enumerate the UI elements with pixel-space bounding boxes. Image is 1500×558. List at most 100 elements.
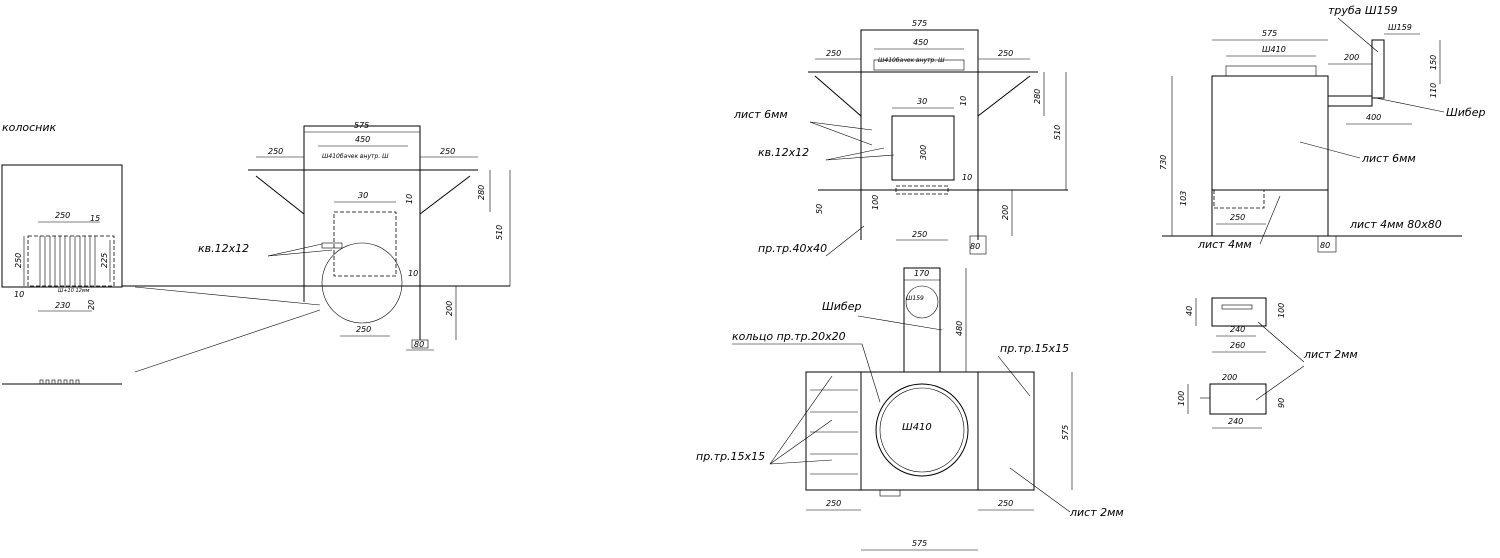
top-view: Ш410 170 Ш159 480 575 250 250 575 Шибер … bbox=[696, 267, 1124, 551]
dim-10: 10 bbox=[959, 96, 968, 106]
chimney-pipe bbox=[905, 285, 939, 319]
grate-bars bbox=[39, 236, 96, 286]
firebox-circle bbox=[321, 242, 403, 324]
plate-slot bbox=[1221, 304, 1253, 310]
dim-400: 400 bbox=[1366, 113, 1381, 122]
leader-line bbox=[857, 315, 943, 331]
front-view-right: 575 450 Ш410бачек внутр. Ш 250 250 30 10… bbox=[733, 19, 1068, 257]
dim-250: 250 bbox=[912, 230, 927, 239]
tank-circle bbox=[875, 383, 969, 477]
label-list6: лист 6мм bbox=[1361, 152, 1416, 165]
dim-159: Ш159 bbox=[906, 295, 924, 302]
dim-150: 150 bbox=[1429, 55, 1438, 70]
dim-100: 100 bbox=[871, 195, 880, 210]
dim-240: 240 bbox=[1230, 325, 1245, 334]
flue bbox=[1327, 95, 1373, 107]
leader-line bbox=[134, 309, 321, 373]
dim-200: 200 bbox=[1001, 205, 1010, 220]
dim-250-v: 250 bbox=[14, 253, 23, 268]
dim-80: 80 bbox=[1320, 241, 1330, 250]
dim-280: 280 bbox=[477, 185, 486, 200]
leader-line bbox=[809, 121, 873, 131]
leader-line bbox=[1299, 141, 1361, 159]
grate-outline bbox=[1, 164, 123, 288]
dim-410: Ш410 bbox=[902, 422, 932, 433]
dim-260: 260 bbox=[1230, 341, 1245, 350]
label-list4: лист 4мм bbox=[1197, 238, 1252, 251]
leader-line bbox=[825, 154, 895, 161]
dim-730: 730 bbox=[1159, 155, 1168, 170]
dim-80: 80 bbox=[970, 242, 980, 251]
dim-100: 100 bbox=[1277, 303, 1286, 318]
dim-100: 100 bbox=[1177, 391, 1186, 406]
dim-10: 10 bbox=[962, 173, 972, 182]
dim-250: 250 bbox=[998, 49, 1013, 58]
chimney bbox=[903, 267, 941, 373]
handle bbox=[321, 242, 343, 249]
tank-opening bbox=[873, 59, 965, 71]
chimney-pipe bbox=[1371, 39, 1385, 99]
dim-225: 225 bbox=[100, 253, 109, 268]
leader-line bbox=[267, 243, 323, 257]
side-view: 575 Ш410 Ш159 200 150 110 400 730 103 25… bbox=[1159, 4, 1485, 253]
dim-250: 250 bbox=[1230, 213, 1245, 222]
leader-line bbox=[1255, 365, 1305, 401]
label-kv12: кв.12х12 bbox=[198, 242, 249, 255]
dim-10: 10 bbox=[14, 290, 24, 299]
dim-575: 575 bbox=[912, 19, 927, 28]
dim-280: 280 bbox=[1033, 89, 1042, 104]
dim-103: 103 bbox=[1179, 191, 1188, 206]
stove-body bbox=[860, 29, 979, 191]
dim-tank: Ш410бачек внутр. Ш bbox=[322, 153, 389, 160]
label-list4-80: лист 4мм 80х80 bbox=[1349, 218, 1442, 231]
dim-250: 250 bbox=[55, 211, 70, 220]
dim-159: Ш159 bbox=[1388, 23, 1412, 32]
leader-line bbox=[997, 355, 1031, 397]
dim-575: 575 bbox=[1262, 29, 1277, 38]
shelf-slats bbox=[810, 389, 858, 475]
dim-30: 30 bbox=[358, 191, 368, 200]
dim-480: 480 bbox=[955, 321, 964, 336]
dim-410: Ш410 bbox=[1262, 45, 1286, 54]
dim-575: 575 bbox=[354, 121, 369, 130]
label-shiber: Шибер bbox=[822, 300, 861, 313]
grate-view: колосник 250 15 250 225 Ш+10 12мм 10 230… bbox=[1, 121, 123, 385]
dim-50: 50 bbox=[815, 204, 824, 214]
dim-240: 240 bbox=[1228, 417, 1243, 426]
leader-line bbox=[825, 225, 865, 257]
dim-20: 20 bbox=[87, 300, 96, 310]
label-pipe: труба Ш159 bbox=[1328, 4, 1398, 17]
leader-line bbox=[267, 249, 333, 257]
grate-frame bbox=[27, 235, 115, 287]
firebox-door bbox=[891, 115, 955, 181]
dim-575: 575 bbox=[1061, 425, 1070, 440]
label-list6: лист 6мм bbox=[733, 108, 788, 121]
leader-line bbox=[1009, 467, 1071, 513]
foot bbox=[969, 235, 987, 255]
leader-line bbox=[825, 147, 885, 161]
label-kv12: кв.12х12 bbox=[758, 146, 809, 159]
dim-30: 30 bbox=[917, 97, 927, 106]
firebox-door bbox=[333, 211, 397, 277]
shelf-brace-right bbox=[419, 175, 471, 215]
shelf-brace-left bbox=[255, 175, 305, 215]
label-list2: лист 2мм bbox=[1303, 348, 1358, 361]
dim-15: 15 bbox=[90, 214, 100, 223]
ash-box bbox=[1213, 189, 1265, 209]
grate-side-ticks bbox=[39, 379, 80, 385]
leader-line bbox=[809, 121, 873, 146]
dim-250: 250 bbox=[826, 499, 841, 508]
dim-300: 300 bbox=[919, 145, 928, 160]
dim-200: 200 bbox=[1344, 53, 1359, 62]
dim-tank: Ш410бачек внутр. Ш bbox=[878, 57, 945, 64]
dim-slot: Ш+10 12мм bbox=[58, 288, 90, 294]
dim-10: 10 bbox=[408, 269, 418, 278]
label-shiber: Шибер bbox=[1446, 106, 1485, 119]
label-prtr40: пр.тр.40х40 bbox=[758, 242, 827, 255]
dim-250: 250 bbox=[356, 325, 371, 334]
dim-510: 510 bbox=[495, 225, 504, 240]
leader-line bbox=[1337, 17, 1379, 53]
dim-230: 230 bbox=[55, 301, 70, 310]
side-body bbox=[1211, 75, 1329, 191]
